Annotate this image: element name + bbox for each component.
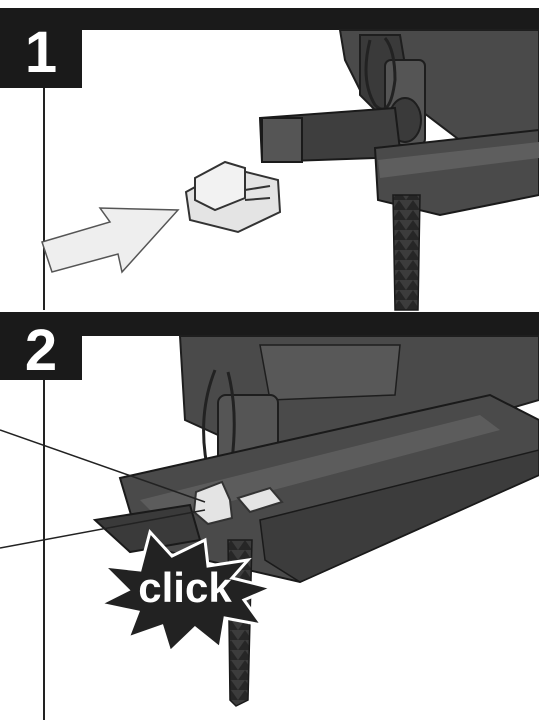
step-1-number-box <box>0 8 82 88</box>
step-2-banner <box>0 312 539 336</box>
click-burst-shape <box>95 528 277 655</box>
leader-line-upper <box>0 429 206 503</box>
step-2-number-box <box>0 312 82 380</box>
blade-clip-part <box>184 160 282 234</box>
jigsaw-tool-1 <box>258 29 539 311</box>
click-label: click <box>138 564 232 611</box>
click-burst: click <box>95 528 277 655</box>
step-2-number: 2 <box>25 318 57 383</box>
step-1-banner <box>0 8 539 30</box>
jigsaw-tool-2 <box>92 335 539 707</box>
step-2-panel: 2 click <box>0 312 539 720</box>
insert-direction-arrow <box>41 207 180 274</box>
step-1-number: 1 <box>25 20 57 85</box>
leader-line-lower <box>0 509 206 549</box>
step-1-panel: 1 <box>0 8 539 311</box>
